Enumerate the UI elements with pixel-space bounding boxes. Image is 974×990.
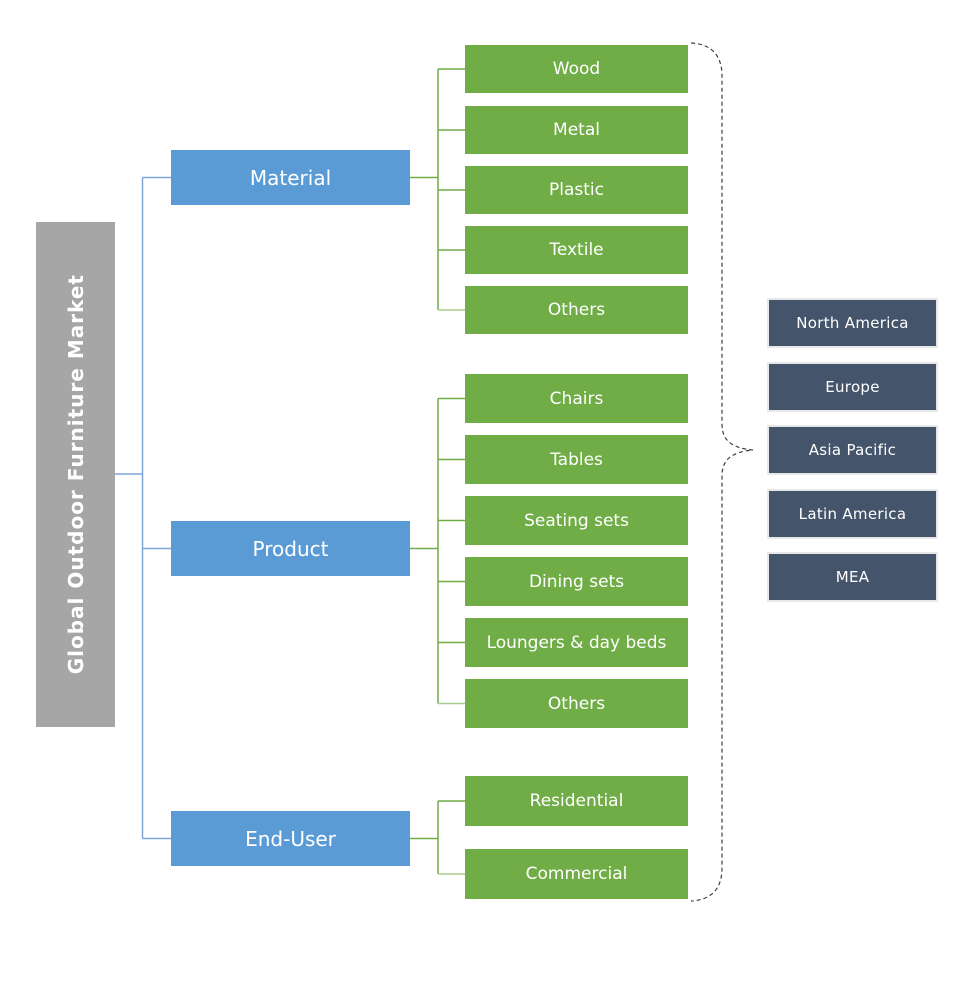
item-label: Wood (552, 59, 601, 79)
region-label: Asia Pacific (808, 441, 897, 459)
item-label: Commercial (525, 864, 628, 884)
item-label: Dining sets (528, 571, 625, 592)
region-node-mea: MEA (767, 552, 938, 602)
root-label: Global Outdoor Furniture Market (63, 274, 88, 675)
connector-blue-trunk (115, 176, 171, 840)
item-node-dining-sets: Dining sets (465, 557, 688, 606)
item-label: Loungers & day beds (486, 632, 667, 653)
region-label: North America (796, 314, 909, 332)
item-node-residential: Residential (465, 776, 688, 826)
item-node-loungers-day-beds: Loungers & day beds (465, 618, 688, 667)
segment-label: Product (252, 536, 329, 561)
region-node-europe: Europe (767, 362, 938, 412)
item-node-metal: Metal (465, 106, 688, 154)
region-label: Latin America (798, 505, 907, 523)
item-label: Residential (529, 791, 624, 811)
region-label: Europe (825, 378, 880, 396)
item-label: Chairs (549, 388, 604, 409)
curly-brace (690, 42, 754, 902)
item-node-tables: Tables (465, 435, 688, 484)
item-label: Tables (550, 449, 603, 470)
item-node-material-others: Others (465, 286, 688, 334)
segment-node-product: Product (171, 521, 410, 576)
segment-node-material: Material (171, 150, 410, 205)
segment-node-end-user: End-User (171, 811, 410, 866)
item-label: Metal (553, 120, 600, 140)
item-label: Others (547, 300, 606, 320)
item-node-seating-sets: Seating sets (465, 496, 688, 545)
item-label: Plastic (549, 180, 604, 200)
item-node-plastic: Plastic (465, 166, 688, 214)
region-node-latin-america: Latin America (767, 489, 938, 539)
item-label: Others (547, 693, 606, 714)
region-node-north-america: North America (767, 298, 938, 348)
item-node-textile: Textile (465, 226, 688, 274)
item-label: Seating sets (524, 510, 629, 531)
region-node-asia-pacific: Asia Pacific (767, 425, 938, 475)
item-node-wood: Wood (465, 45, 688, 93)
segment-label: Material (249, 165, 332, 190)
connector-enduser-group (410, 800, 465, 875)
connector-material-group (410, 68, 465, 311)
item-label: Textile (549, 240, 604, 260)
item-node-product-others: Others (465, 679, 688, 728)
connector-product-group (410, 397, 465, 705)
item-node-chairs: Chairs (465, 374, 688, 423)
root-node-global-outdoor-furniture-market: Global Outdoor Furniture Market (36, 222, 115, 727)
item-node-commercial: Commercial (465, 849, 688, 899)
segment-label: End-User (245, 826, 336, 851)
region-label: MEA (835, 568, 870, 586)
